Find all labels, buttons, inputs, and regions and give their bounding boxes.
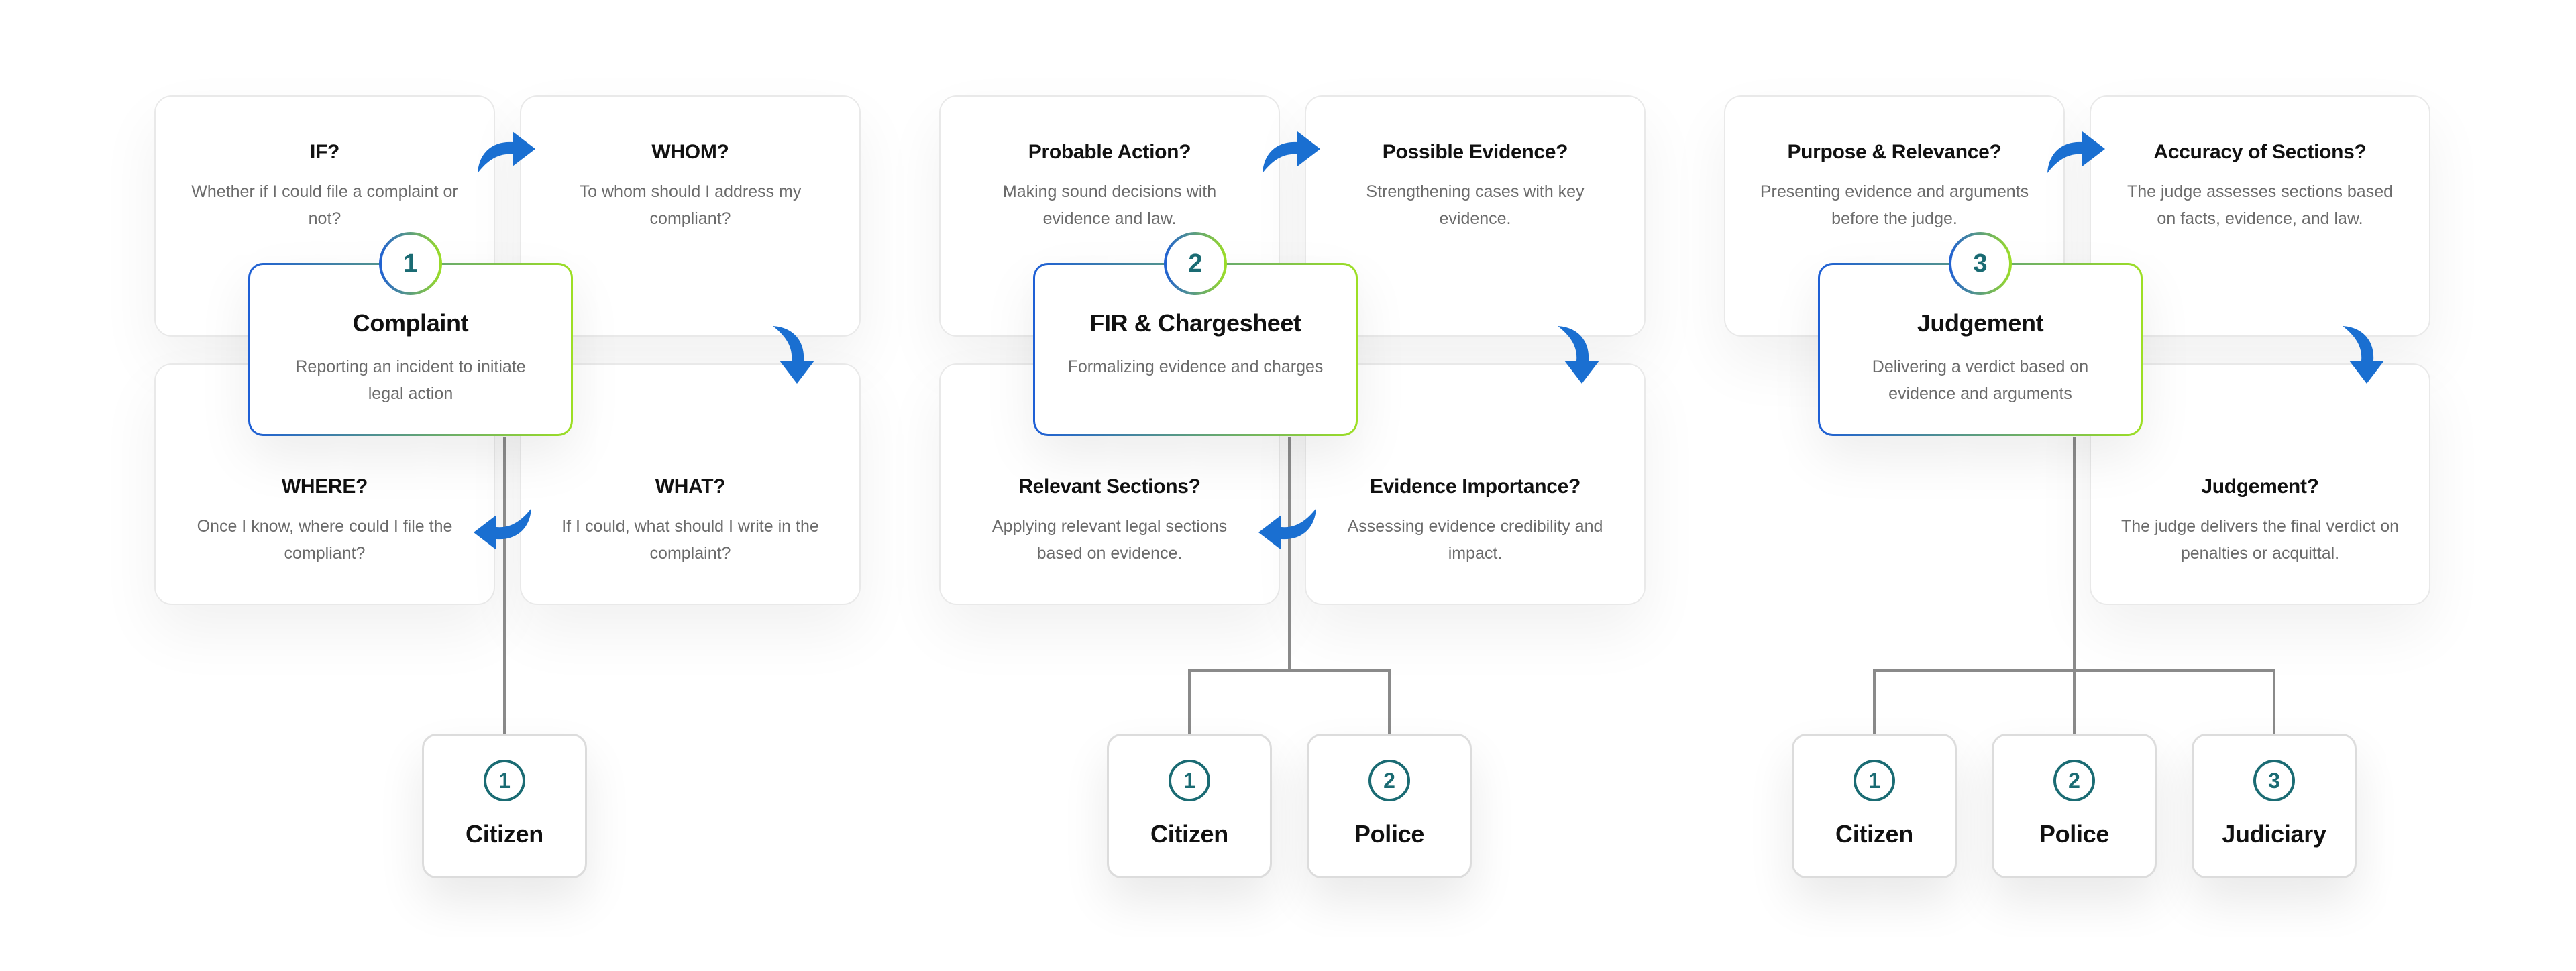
card-description: Assessing evidence credibility and impac… [1347,517,1603,563]
connector-lines [503,437,506,734]
actor-number: 1 [1169,760,1210,801]
stage-title: Complaint [352,309,469,337]
actor-label: Judiciary [2222,820,2326,848]
curved-arrow-icon [2047,131,2105,173]
actor-label: Citizen [466,820,543,848]
actor-card-police: 2 Police [1992,734,2157,878]
question-card-whom: WHOM? To whom should I address my compli… [520,95,861,337]
actor-number: 2 [2053,760,2095,801]
card-description: Presenting evidence and arguments before… [1760,182,2029,228]
actor-card-citizen: 1 Citizen [1792,734,1957,878]
card-description: The judge assesses sections based on fac… [2127,182,2394,228]
card-description: Once I know, where could I file the comp… [197,517,453,563]
card-description: Making sound decisions with evidence and… [1002,182,1217,228]
card-title: Evidence Importance? [1369,475,1581,498]
curved-arrow-icon [773,326,814,384]
stage-description: Reporting an incident to initiate legal … [295,357,526,403]
curved-arrow-icon [474,508,531,550]
actor-card-judiciary: 3 Judiciary [2192,734,2357,878]
stage-description: Formalizing evidence and charges [1067,357,1324,376]
actor-label: Citizen [1835,820,1913,848]
card-title: WHOM? [651,141,729,163]
actor-card-citizen: 1 Citizen [422,734,587,878]
actor-number: 1 [484,760,525,801]
stage-number-badge: 1 [379,232,442,295]
card-description: To whom should I address my compliant? [579,182,802,228]
stage-card-judgement: Judgement Delivering a verdict based on … [1818,263,2143,436]
card-title: Accuracy of Sections? [2153,141,2367,163]
stage-title: Judgement [1917,309,2044,337]
card-title: WHERE? [281,475,368,498]
curved-arrow-icon [2343,326,2384,384]
stage-panel-judgement: Purpose & Relevance? Presenting evidence… [1570,0,2430,971]
connector-lines [1188,437,1391,734]
card-title: Judgement? [2201,475,2319,498]
actor-label: Police [2039,820,2110,848]
card-title: Purpose & Relevance? [1787,141,2002,163]
connector-lines [1873,437,2275,734]
question-card-judgement: Judgement? The judge delivers the final … [2090,363,2430,605]
question-card-what: WHAT? If I could, what should I write in… [520,363,861,605]
curved-arrow-icon [478,131,535,173]
card-description: Applying relevant legal sections based o… [991,517,1228,563]
card-title: IF? [309,141,340,163]
card-title: Relevant Sections? [1018,475,1201,498]
curved-arrow-icon [1258,508,1316,550]
question-card-possible-evidence: Possible Evidence? Strengthening cases w… [1305,95,1646,337]
stage-number-badge: 3 [1949,232,2012,295]
card-title: Probable Action? [1028,141,1191,163]
stage-number: 1 [382,235,439,292]
stage-panel-complaint: IF? Whether if I could file a complaint … [0,0,861,971]
actor-label: Police [1354,820,1425,848]
actor-number: 2 [1368,760,1410,801]
stage-description: Delivering a verdict based on evidence a… [1872,357,2089,403]
stage-title: FIR & Chargesheet [1089,309,1301,337]
curved-arrow-icon [1558,326,1599,384]
question-card-accuracy-of-sections: Accuracy of Sections? The judge assesses… [2090,95,2430,337]
stage-number: 2 [1167,235,1224,292]
actor-number: 3 [2253,760,2295,801]
card-description: Strengthening cases with key evidence. [1366,182,1585,228]
actor-card-police: 2 Police [1307,734,1472,878]
card-title: WHAT? [655,475,726,498]
question-card-evidence-importance: Evidence Importance? Assessing evidence … [1305,363,1646,605]
actor-number: 1 [1854,760,1895,801]
actor-card-citizen: 1 Citizen [1107,734,1272,878]
curved-arrow-icon [1263,131,1320,173]
card-description: The judge delivers the final verdict on … [2121,517,2400,563]
stage-number: 3 [1951,235,2009,292]
stage-panel-fir-chargesheet: Probable Action? Making sound decisions … [785,0,1646,971]
stage-number-badge: 2 [1164,232,1227,295]
card-description: If I could, what should I write in the c… [561,517,819,563]
actor-label: Citizen [1150,820,1228,848]
card-description: Whether if I could file a complaint or n… [191,182,458,228]
card-title: Possible Evidence? [1382,141,1568,163]
